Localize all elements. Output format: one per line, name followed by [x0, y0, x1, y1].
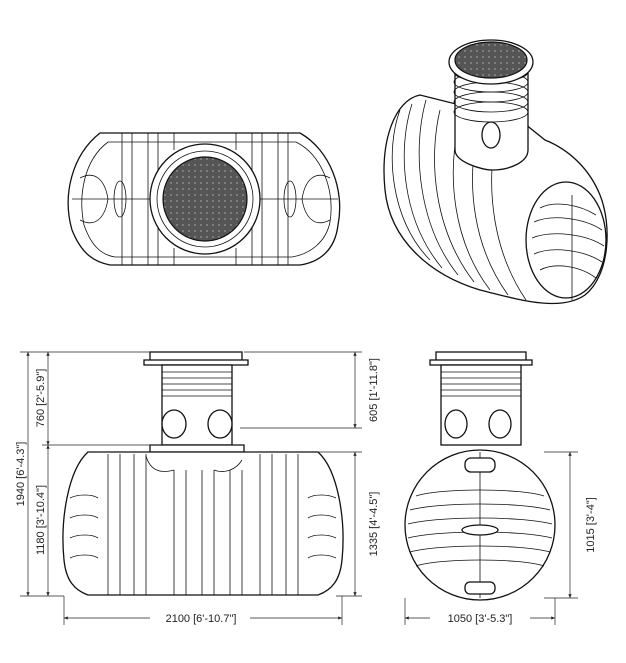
dim-tank-height: 1335 [4'-4.5"] — [368, 492, 380, 557]
isometric-view — [383, 39, 608, 305]
dim-end-height: 1015 [3'-4"] — [585, 497, 597, 553]
dim-body-height: 1180 [3'-10.4"] — [35, 485, 47, 555]
top-view — [67, 132, 341, 266]
dim-riser-height: 760 [2'-5.9"] — [35, 369, 47, 428]
dim-total-height: 1940 [6'-4.3"] — [15, 442, 27, 507]
end-view — [404, 351, 556, 601]
side-view — [62, 351, 344, 596]
dim-dome-to-top: 605 [1'-11.8"] — [368, 358, 380, 422]
dim-overall-width: 1050 [3'-5.3"] — [448, 613, 513, 625]
dim-overall-length: 2100 [6'-10.7"] — [166, 613, 237, 625]
